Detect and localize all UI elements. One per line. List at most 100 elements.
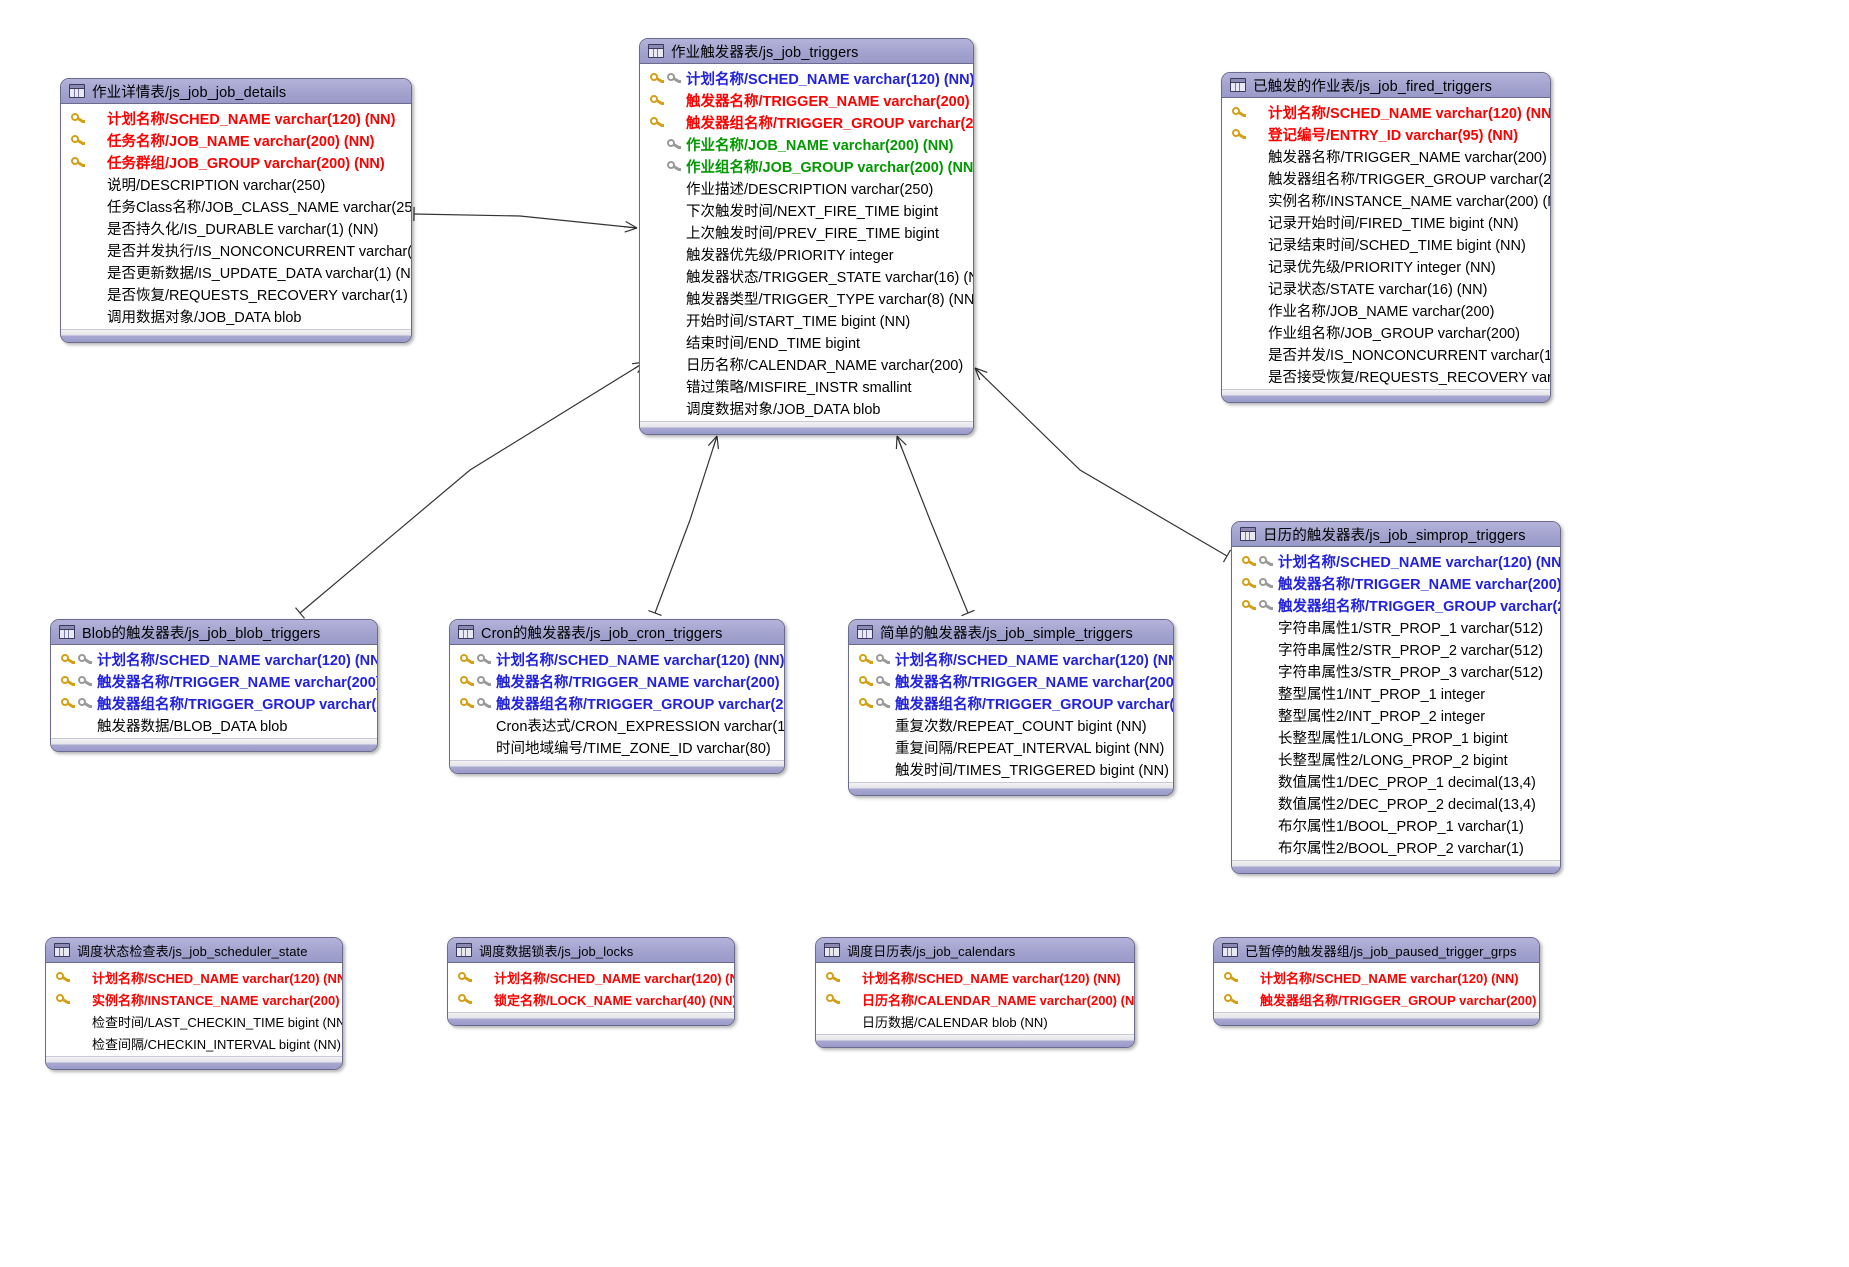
attribute-row[interactable]: 触发器名称/TRIGGER_NAME varchar(200) (NN) [1222,145,1550,167]
attribute-row[interactable]: 计划名称/SCHED_NAME varchar(120) (NN) [640,67,973,89]
attribute-row[interactable]: 字符串属性3/STR_PROP_3 varchar(512) [1232,660,1560,682]
attribute-row[interactable]: 是否并发/IS_NONCONCURRENT varchar(1) [1222,343,1550,365]
attribute-row[interactable]: 触发器优先级/PRIORITY integer [640,243,973,265]
attribute-row[interactable]: 触发器组名称/TRIGGER_GROUP varchar(200) (NN) [640,111,973,133]
attribute-row[interactable]: 触发器类型/TRIGGER_TYPE varchar(8) (NN) [640,287,973,309]
attribute-row[interactable]: 记录优先级/PRIORITY integer (NN) [1222,255,1550,277]
attribute-row[interactable]: 实例名称/INSTANCE_NAME varchar(200) (NN) [1222,189,1550,211]
attribute-row[interactable]: 时间地域编号/TIME_ZONE_ID varchar(80) [450,736,784,758]
attribute-row[interactable]: 上次触发时间/PREV_FIRE_TIME bigint [640,221,973,243]
attribute-row[interactable]: 计划名称/SCHED_NAME varchar(120) (NN) [51,648,377,670]
attribute-row[interactable]: 数值属性1/DEC_PROP_1 decimal(13,4) [1232,770,1560,792]
attribute-row[interactable]: 计划名称/SCHED_NAME varchar(120) (NN) [61,107,411,129]
attribute-row[interactable]: 日历名称/CALENDAR_NAME varchar(200) (NN) [816,988,1134,1010]
attribute-row[interactable]: 任务名称/JOB_NAME varchar(200) (NN) [61,129,411,151]
attribute-row[interactable]: 计划名称/SCHED_NAME varchar(120) (NN) [849,648,1173,670]
attribute-row[interactable]: 结束时间/END_TIME bigint [640,331,973,353]
attribute-row[interactable]: 布尔属性1/BOOL_PROP_1 varchar(1) [1232,814,1560,836]
attribute-row[interactable]: 字符串属性2/STR_PROP_2 varchar(512) [1232,638,1560,660]
attribute-row[interactable]: 调度数据对象/JOB_DATA blob [640,397,973,419]
entity-js_job_blob_triggers[interactable]: Blob的触发器表/js_job_blob_triggers 计划名称/SCHED… [50,619,378,752]
attribute-row[interactable]: 作业组名称/JOB_GROUP varchar(200) [1222,321,1550,343]
attribute-row[interactable]: 登记编号/ENTRY_ID varchar(95) (NN) [1222,123,1550,145]
attribute-row[interactable]: 计划名称/SCHED_NAME varchar(120) (NN) [450,648,784,670]
entity-title-bar[interactable]: 作业触发器表/js_job_triggers [640,39,973,64]
entity-title-bar[interactable]: Blob的触发器表/js_job_blob_triggers [51,620,377,645]
attribute-row[interactable]: 是否持久化/IS_DURABLE varchar(1) (NN) [61,217,411,239]
attribute-row[interactable]: 触发器组名称/TRIGGER_GROUP varchar(200) (NN) [1222,167,1550,189]
attribute-row[interactable]: 长整型属性2/LONG_PROP_2 bigint [1232,748,1560,770]
attribute-row[interactable]: 是否更新数据/IS_UPDATE_DATA varchar(1) (NN) [61,261,411,283]
attribute-row[interactable]: 触发器组名称/TRIGGER_GROUP varchar(200) (NN) [1214,988,1539,1010]
attribute-row[interactable]: 作业名称/JOB_NAME varchar(200) [1222,299,1550,321]
entity-js_job_locks[interactable]: 调度数据锁表/js_job_locks 计划名称/SCHED_NAME varch… [447,937,735,1026]
attribute-row[interactable]: 触发器名称/TRIGGER_NAME varchar(200) (NN) [640,89,973,111]
attribute-row[interactable]: 触发器名称/TRIGGER_NAME varchar(200) (NN) [51,670,377,692]
attribute-row[interactable]: 触发器组名称/TRIGGER_GROUP varchar(200) (NN) [1232,594,1560,616]
entity-js_job_fired_triggers[interactable]: 已触发的作业表/js_job_fired_triggers 计划名称/SCHED_… [1221,72,1551,403]
attribute-row[interactable]: 记录状态/STATE varchar(16) (NN) [1222,277,1550,299]
attribute-row[interactable]: 计划名称/SCHED_NAME varchar(120) (NN) [1222,101,1550,123]
attribute-row[interactable]: 数值属性2/DEC_PROP_2 decimal(13,4) [1232,792,1560,814]
attribute-row[interactable]: 触发器状态/TRIGGER_STATE varchar(16) (NN) [640,265,973,287]
entity-title-bar[interactable]: 调度日历表/js_job_calendars [816,938,1134,963]
attribute-row[interactable]: 重复次数/REPEAT_COUNT bigint (NN) [849,714,1173,736]
attribute-row[interactable]: 计划名称/SCHED_NAME varchar(120) (NN) [1214,966,1539,988]
entity-title-bar[interactable]: 调度状态检查表/js_job_scheduler_state [46,938,342,963]
entity-js_job_cron_triggers[interactable]: Cron的触发器表/js_job_cron_triggers 计划名称/SCHED… [449,619,785,774]
entity-title-bar[interactable]: 简单的触发器表/js_job_simple_triggers [849,620,1173,645]
attribute-row[interactable]: 触发器数据/BLOB_DATA blob [51,714,377,736]
attribute-row[interactable]: 开始时间/START_TIME bigint (NN) [640,309,973,331]
attribute-row[interactable]: 触发器组名称/TRIGGER_GROUP varchar(200) (NN) [51,692,377,714]
attribute-row[interactable]: 重复间隔/REPEAT_INTERVAL bigint (NN) [849,736,1173,758]
attribute-row[interactable]: 布尔属性2/BOOL_PROP_2 varchar(1) [1232,836,1560,858]
attribute-row[interactable]: 任务群组/JOB_GROUP varchar(200) (NN) [61,151,411,173]
attribute-row[interactable]: 记录结束时间/SCHED_TIME bigint (NN) [1222,233,1550,255]
entity-title-bar[interactable]: 调度数据锁表/js_job_locks [448,938,734,963]
attribute-row[interactable]: 整型属性2/INT_PROP_2 integer [1232,704,1560,726]
attribute-row[interactable]: 计划名称/SCHED_NAME varchar(120) (NN) [1232,550,1560,572]
attribute-row[interactable]: 作业名称/JOB_NAME varchar(200) (NN) [640,133,973,155]
attribute-row[interactable]: 检查间隔/CHECKIN_INTERVAL bigint (NN) [46,1032,342,1054]
entity-js_job_job_details[interactable]: 作业详情表/js_job_job_details 计划名称/SCHED_NAME … [60,78,412,343]
attribute-row[interactable]: 调用数据对象/JOB_DATA blob [61,305,411,327]
attribute-row[interactable]: 作业描述/DESCRIPTION varchar(250) [640,177,973,199]
attribute-row[interactable]: 字符串属性1/STR_PROP_1 varchar(512) [1232,616,1560,638]
entity-js_job_scheduler_state[interactable]: 调度状态检查表/js_job_scheduler_state 计划名称/SCHED… [45,937,343,1070]
entity-title-bar[interactable]: 已触发的作业表/js_job_fired_triggers [1222,73,1550,98]
attribute-row[interactable]: 计划名称/SCHED_NAME varchar(120) (NN) [448,966,734,988]
attribute-row[interactable]: 锁定名称/LOCK_NAME varchar(40) (NN) [448,988,734,1010]
attribute-row[interactable]: 是否接受恢复/REQUESTS_RECOVERY varchar(1) [1222,365,1550,387]
entity-js_job_simple_triggers[interactable]: 简单的触发器表/js_job_simple_triggers 计划名称/SCHED… [848,619,1174,796]
attribute-row[interactable]: 触发器组名称/TRIGGER_GROUP varchar(200) (NN) [849,692,1173,714]
attribute-row[interactable]: 长整型属性1/LONG_PROP_1 bigint [1232,726,1560,748]
attribute-row[interactable]: 触发器名称/TRIGGER_NAME varchar(200) (NN) [450,670,784,692]
attribute-row[interactable]: 任务Class名称/JOB_CLASS_NAME varchar(250) (N… [61,195,411,217]
attribute-row[interactable]: 日历数据/CALENDAR blob (NN) [816,1010,1134,1032]
attribute-row[interactable]: 触发器组名称/TRIGGER_GROUP varchar(200) (NN) [450,692,784,714]
attribute-row[interactable]: 作业组名称/JOB_GROUP varchar(200) (NN) [640,155,973,177]
entity-js_job_triggers[interactable]: 作业触发器表/js_job_triggers 计划名称/SCHED_NAME va… [639,38,974,435]
attribute-row[interactable]: 错过策略/MISFIRE_INSTR smallint [640,375,973,397]
attribute-row[interactable]: 记录开始时间/FIRED_TIME bigint (NN) [1222,211,1550,233]
attribute-row[interactable]: 触发时间/TIMES_TRIGGERED bigint (NN) [849,758,1173,780]
attribute-row[interactable]: 触发器名称/TRIGGER_NAME varchar(200) (NN) [1232,572,1560,594]
entity-title-bar[interactable]: Cron的触发器表/js_job_cron_triggers [450,620,784,645]
attribute-row[interactable]: 计划名称/SCHED_NAME varchar(120) (NN) [46,966,342,988]
attribute-row[interactable]: 下次触发时间/NEXT_FIRE_TIME bigint [640,199,973,221]
entity-js_job_calendars[interactable]: 调度日历表/js_job_calendars 计划名称/SCHED_NAME va… [815,937,1135,1048]
attribute-row[interactable]: 实例名称/INSTANCE_NAME varchar(200) (NN) [46,988,342,1010]
attribute-row[interactable]: 说明/DESCRIPTION varchar(250) [61,173,411,195]
entity-title-bar[interactable]: 作业详情表/js_job_job_details [61,79,411,104]
attribute-row[interactable]: Cron表达式/CRON_EXPRESSION varchar(120) (NN… [450,714,784,736]
attribute-row[interactable]: 日历名称/CALENDAR_NAME varchar(200) [640,353,973,375]
attribute-row[interactable]: 整型属性1/INT_PROP_1 integer [1232,682,1560,704]
attribute-row[interactable]: 计划名称/SCHED_NAME varchar(120) (NN) [816,966,1134,988]
entity-js_job_paused_trigger_grps[interactable]: 已暂停的触发器组/js_job_paused_trigger_grps 计划名称/… [1213,937,1540,1026]
attribute-row[interactable]: 是否恢复/REQUESTS_RECOVERY varchar(1) (NN) [61,283,411,305]
attribute-row[interactable]: 是否并发执行/IS_NONCONCURRENT varchar(1) (NN) [61,239,411,261]
attribute-row[interactable]: 触发器名称/TRIGGER_NAME varchar(200) (NN) [849,670,1173,692]
entity-title-bar[interactable]: 已暂停的触发器组/js_job_paused_trigger_grps [1214,938,1539,963]
attribute-row[interactable]: 检查时间/LAST_CHECKIN_TIME bigint (NN) [46,1010,342,1032]
